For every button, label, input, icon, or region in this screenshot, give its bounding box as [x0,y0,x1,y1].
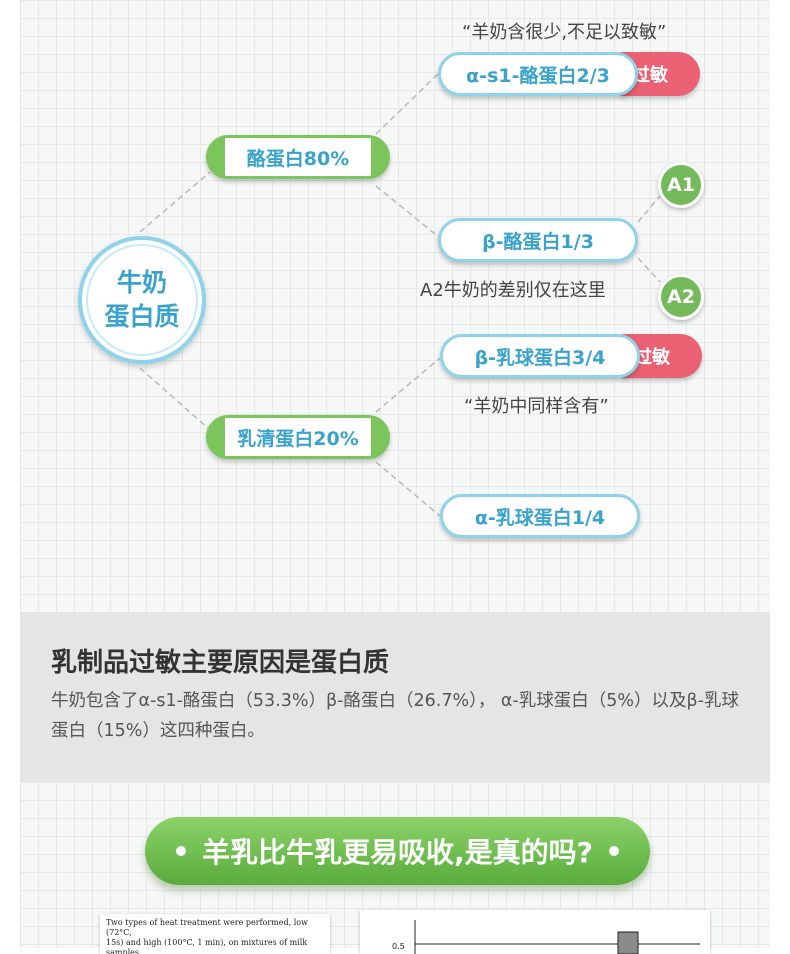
casein-label: 酪蛋白80% [246,147,350,170]
connector-beta-a2 [637,257,661,283]
banner-text: 羊乳比牛乳更易吸收,是真的吗? [202,836,593,869]
connector-casein-alpha [375,71,441,135]
alpha-s1-casein-node: α-s1-酪蛋白2/3 [438,52,638,96]
beta-lactoglobulin-node: β-乳球蛋白3/4 [440,334,640,378]
figure-y-tick: 0.5 [392,942,405,951]
alpha-lacto-label: α-乳球蛋白1/4 [474,506,606,529]
beta-lacto-allergy-tag: 过敏 [622,334,702,378]
paper-excerpt: Two types of heat treatment were perform… [100,914,330,954]
casein-node: 酪蛋白80% [206,135,390,179]
root-label-line1: 牛奶 [116,268,167,297]
info-title: 乳制品过敏主要原因是蛋白质 [51,648,390,678]
connector-whey-alpha [375,461,441,517]
figure-bar [617,931,639,954]
beta-casein-node: β-酪蛋白1/3 [438,218,638,262]
beta-casein-label: β-酪蛋白1/3 [482,230,594,253]
figure-plot: 0.5 [392,920,700,954]
alpha-s1-label: α-s1-酪蛋白2/3 [466,64,610,87]
allergy-info-panel: 乳制品过敏主要原因是蛋白质 牛奶包含了α-s1-酪蛋白（53.3%）β-酪蛋白（… [20,612,770,782]
connector-casein-beta [375,185,441,239]
connector-root-whey [139,367,211,431]
whey-label: 乳清蛋白20% [237,427,359,450]
beta-lacto-note: “羊奶中同样含有” [464,396,609,417]
bullet-dot-left [176,846,187,856]
paper-excerpt-line2: 15s) and high (100°C, 1 min), on mixture… [106,938,308,954]
a2-badge: A2 [658,274,704,320]
connector-beta-a1 [637,195,661,223]
bullet-dot-right [608,846,619,856]
connector-root-casein [139,171,211,233]
protein-tree-panel: 牛奶 蛋白质 酪蛋白80% 乳清蛋白20% “羊奶含很少,不足以致敏” 过敏 α… [20,0,770,612]
milk-protein-root: 牛奶 蛋白质 [78,236,206,364]
connector-whey-beta [375,357,441,413]
beta-lacto-label: β-乳球蛋白3/4 [474,346,606,369]
whey-node: 乳清蛋白20% [206,415,390,459]
absorption-question-banner: 羊乳比牛乳更易吸收,是真的吗? [145,817,650,885]
paper-figure: 0.5 [360,910,710,954]
paper-excerpt-line1: Two types of heat treatment were perform… [106,918,308,937]
alpha-s1-note: “羊奶含很少,不足以致敏” [462,22,667,43]
a1-badge: A1 [658,162,704,208]
alpha-lactalbumin-node: α-乳球蛋白1/4 [440,494,640,538]
beta-casein-note: A2牛奶的差别仅在这里 [420,280,606,301]
info-body: 牛奶包含了α-s1-酪蛋白（53.3%）β-酪蛋白（26.7%）， α-乳球蛋白… [51,691,739,741]
root-label-line2: 蛋白质 [104,302,180,331]
tree-connectors [139,71,661,517]
absorption-section: 羊乳比牛乳更易吸收,是真的吗? Two types of heat treatm… [20,782,770,954]
